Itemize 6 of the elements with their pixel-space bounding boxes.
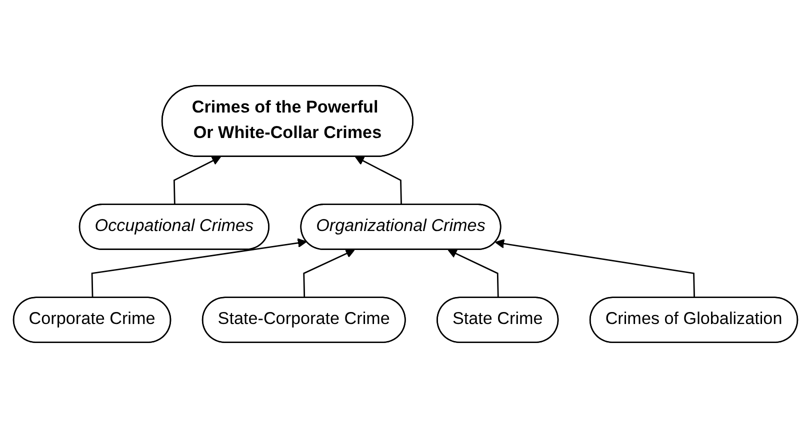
arrow — [448, 249, 499, 298]
arrow — [303, 249, 355, 298]
arrow — [495, 238, 695, 298]
arrow — [173, 156, 222, 205]
arrow — [91, 238, 307, 298]
arrow — [354, 156, 402, 205]
